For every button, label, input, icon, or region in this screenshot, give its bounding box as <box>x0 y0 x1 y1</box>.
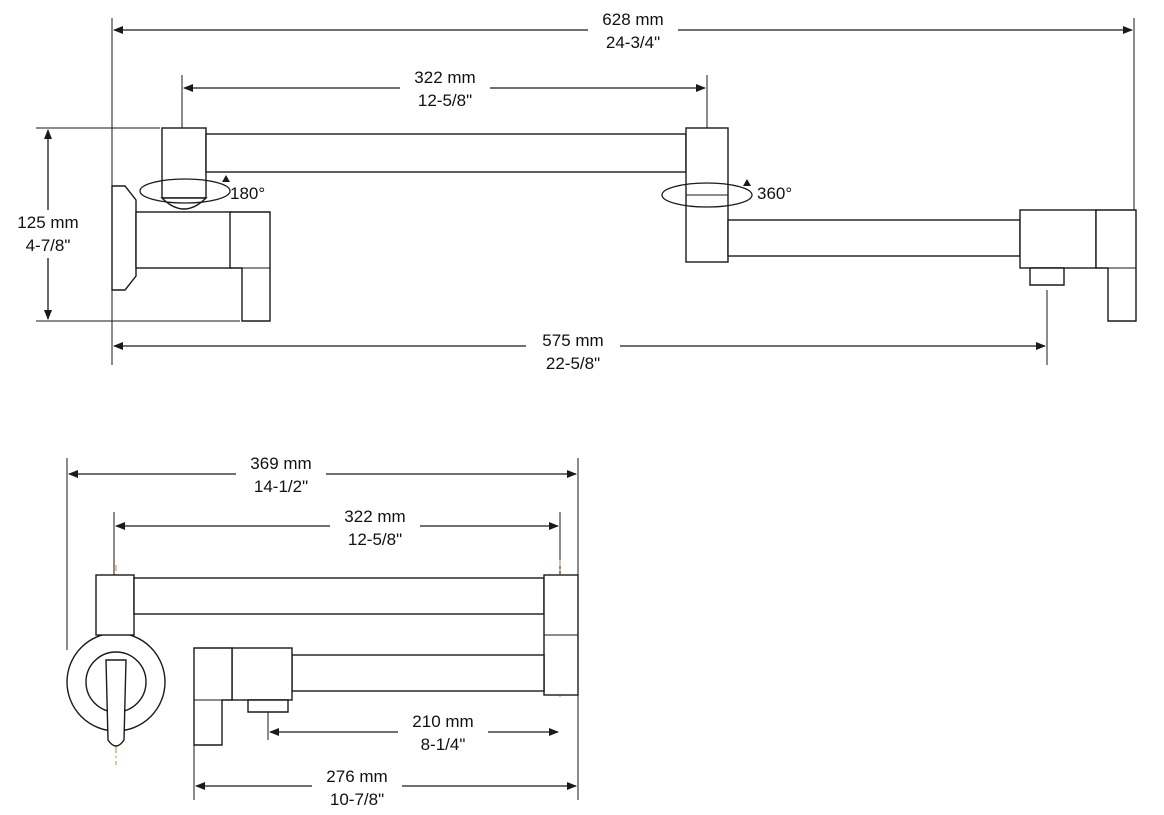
folded-spout-total-in: 10-7/8" <box>330 790 384 809</box>
folded-upper-arm <box>133 577 545 615</box>
height-mm: 125 mm <box>17 213 78 232</box>
folded-spout-in: 8-1/4" <box>421 735 466 754</box>
lower-arm <box>727 219 1021 257</box>
folded-wall-joint <box>95 574 135 636</box>
rotation-arrow-360 <box>661 182 753 208</box>
wall-swivel-joint <box>161 127 207 199</box>
overall-width-mm: 628 mm <box>602 10 663 29</box>
folded-view: 369 mm 14-1/2" 322 mm 12-5/8" 210 mm 8-1… <box>66 451 579 812</box>
rotation-arrow-180 <box>139 178 231 204</box>
valve-body <box>135 211 233 269</box>
folded-arm-mm: 322 mm <box>344 507 405 526</box>
rotation-label-360: 360° <box>757 184 792 203</box>
spout-head <box>1019 209 1097 269</box>
rotation-label-180: 180° <box>230 184 265 203</box>
folded-overall-in: 14-1/2" <box>254 477 308 496</box>
overall-width-in: 24-3/4" <box>606 33 660 52</box>
arm-top-in: 12-5/8" <box>418 91 472 110</box>
arm-top-mm: 322 mm <box>414 68 475 87</box>
folded-spout-mm: 210 mm <box>412 712 473 731</box>
spout-handle <box>1095 209 1137 322</box>
folded-overall-mm: 369 mm <box>250 454 311 473</box>
folded-lower-arm <box>291 654 545 692</box>
reach-in: 22-5/8" <box>546 354 600 373</box>
height-in: 4-7/8" <box>26 236 71 255</box>
folded-spout-handle <box>193 647 233 746</box>
upper-arm <box>205 133 687 173</box>
folded-spout-head <box>231 647 293 701</box>
folded-valve-lever <box>105 659 127 747</box>
folded-spout-total-mm: 276 mm <box>326 767 387 786</box>
wall-flange <box>111 185 137 291</box>
valve-handle <box>229 211 271 322</box>
reach-mm: 575 mm <box>542 331 603 350</box>
extended-view: 628 mm 24-3/4" 322 mm 12-5/8" 125 mm 4-7… <box>10 7 1137 376</box>
folded-arm-in: 12-5/8" <box>348 530 402 549</box>
